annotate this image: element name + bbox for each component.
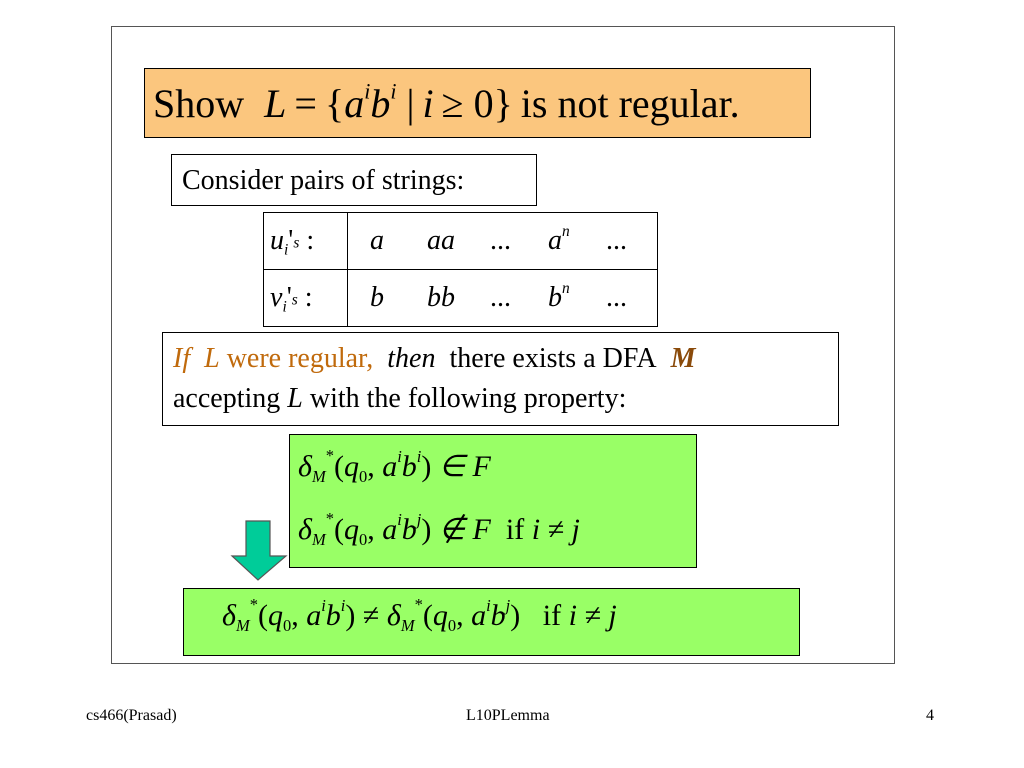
title-i: i — [422, 81, 434, 126]
property-equations: δM*(q0, iaibi) ∈ F δM*(q0, aibj) ∉ F if … — [289, 434, 697, 568]
title-geq: ≥ 0} — [441, 81, 513, 126]
equation-reject: δM*(q0, aibj) ∉ F if i ≠ j — [298, 509, 580, 549]
string-pairs-table: ui's : a aa ... an ... vi's : b bb ... b… — [263, 212, 658, 327]
table-cell: b — [370, 282, 384, 313]
table-cell: ... — [490, 282, 511, 313]
condition-text: If L were regular, then there exists a D… — [162, 332, 839, 426]
footer-page-number: 4 — [926, 707, 934, 724]
title-L: L — [264, 81, 287, 126]
dfa-M: M — [670, 343, 696, 374]
slide-frame — [111, 26, 895, 664]
title-show: Show — [153, 81, 245, 126]
title-eq: = — [294, 81, 317, 126]
footer-lecture: L10PLemma — [466, 707, 550, 724]
row-label: ui's : — [263, 212, 348, 270]
table-cell: ... — [490, 225, 511, 256]
condition-line-2: accepting L with the following property: — [173, 383, 627, 414]
table-row-u: ui's : a aa ... an ... — [263, 212, 658, 270]
row-values: b bb ... bn ... — [347, 269, 658, 327]
title-a: a — [344, 81, 365, 126]
condition-line-1: If L were regular, then there exists a D… — [173, 343, 696, 374]
title-rest: is not regular. — [520, 81, 740, 126]
equation-accept: δM*(q0, iaibi) ∈ F — [298, 446, 491, 486]
table-cell: bb — [427, 282, 455, 313]
result-equation: δM*(q0, aibi) ≠ δM*(q0, aibj) if i ≠ j — [183, 588, 800, 656]
title-a-exp: i — [364, 78, 371, 104]
consider-label: Consider pairs of strings: — [171, 154, 537, 206]
table-cell: bn — [548, 279, 570, 313]
table-cell: a — [370, 225, 384, 256]
table-cell: an — [548, 222, 570, 256]
table-row-v: vi's : b bb ... bn ... — [263, 269, 658, 327]
table-cell: aa — [427, 225, 455, 256]
title-bar: | — [406, 81, 415, 126]
table-cell: ... — [606, 225, 627, 256]
slide-title: Show L = {aibi | i ≥ 0} is not regular. — [144, 68, 811, 138]
down-arrow-icon — [230, 520, 288, 581]
row-values: a aa ... an ... — [347, 212, 658, 270]
title-b: b — [370, 81, 391, 126]
title-set-open: { — [324, 81, 345, 126]
table-cell: ... — [606, 282, 627, 313]
row-label: vi's : — [263, 269, 348, 327]
title-b-exp: i — [390, 78, 397, 104]
footer-course: cs466(Prasad) — [86, 707, 177, 724]
